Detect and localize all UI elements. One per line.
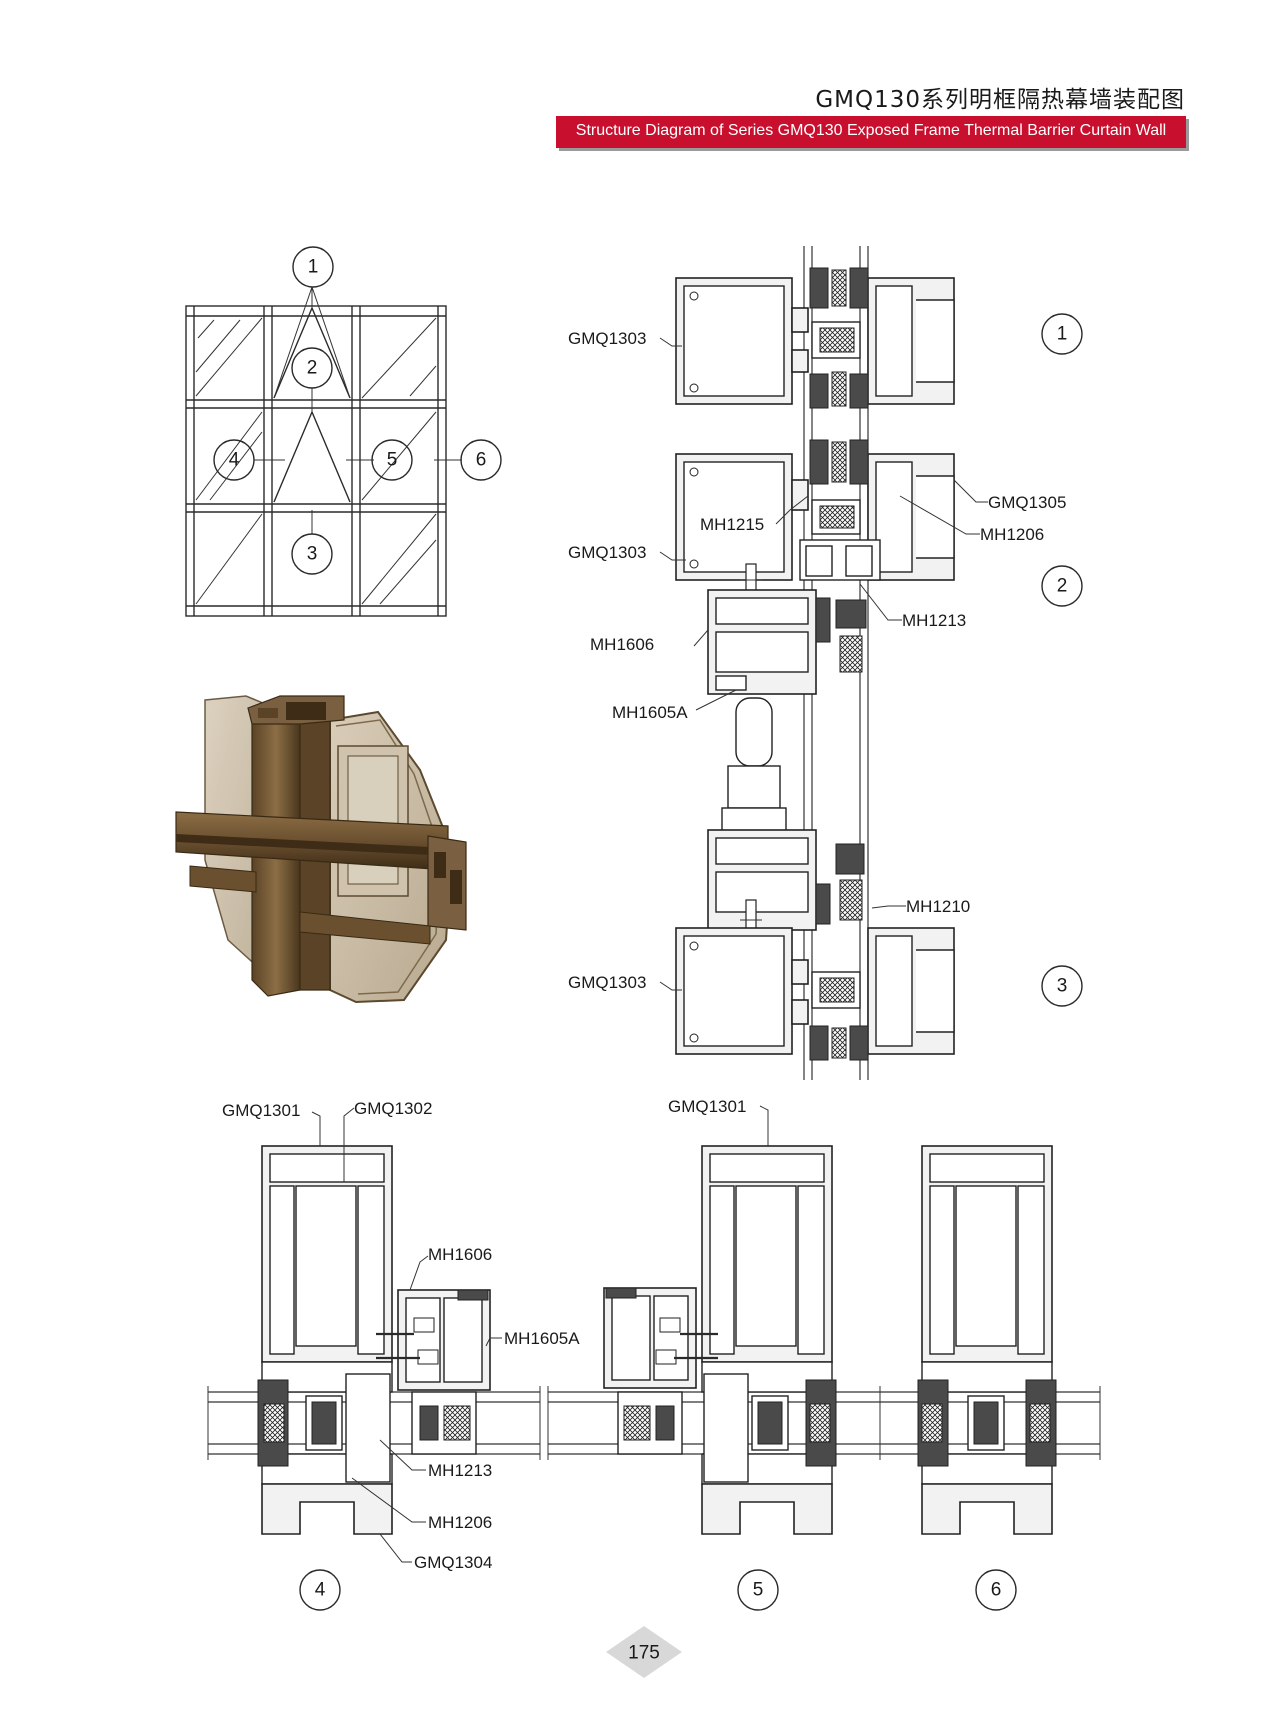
label-gmq1302: GMQ1302	[354, 1099, 432, 1118]
section-callout-5: 5	[737, 1569, 779, 1611]
svg-text:1: 1	[1057, 324, 1068, 345]
product-3d-illustration	[175, 695, 467, 1004]
svg-text:6: 6	[991, 1580, 1002, 1601]
label-gmq1303-bot: GMQ1303	[568, 973, 646, 992]
section-node-2	[675, 439, 955, 695]
label-mh1605a-h: MH1605A	[504, 1329, 580, 1348]
label-gmq1304: GMQ1304	[414, 1553, 492, 1572]
elevation-callout-2: 2	[291, 347, 333, 389]
label-mh1210: MH1210	[906, 897, 970, 916]
elevation-callout-1: 1	[292, 246, 334, 288]
title-chinese: GMQ130系列明框隔热幕墙装配图	[815, 87, 1185, 113]
svg-text:5: 5	[387, 450, 398, 471]
svg-text:2: 2	[307, 358, 318, 379]
vertical-section-view: GMQ1303 GMQ1303 GMQ1303 GMQ1305 MH1215 M…	[568, 246, 1083, 1080]
section-node-3	[675, 927, 955, 1061]
svg-text:3: 3	[1057, 976, 1068, 997]
title-english-banner: Structure Diagram of Series GMQ130 Expos…	[556, 116, 1186, 148]
page-number-badge: 175	[606, 1626, 682, 1678]
horizontal-node-6	[917, 1145, 1057, 1535]
label-mh1213-v: MH1213	[902, 611, 966, 630]
elevation-callout-4: 4	[213, 439, 255, 481]
label-mh1215: MH1215	[700, 515, 764, 534]
section-callout-1: 1	[1041, 313, 1083, 355]
page-number: 175	[628, 1643, 660, 1664]
elevation-view: 1 2 3 4 5 6	[185, 246, 502, 617]
label-mh1206-v: MH1206	[980, 525, 1044, 544]
section-callout-3: 3	[1041, 965, 1083, 1007]
horizontal-section-view: GMQ1301 GMQ1302 MH1606 MH1605A MH1213 MH…	[207, 1097, 1101, 1611]
label-mh1206-h: MH1206	[428, 1513, 492, 1532]
svg-text:4: 4	[229, 450, 240, 471]
section-window-sash	[707, 697, 865, 949]
section-callout-6: 6	[975, 1569, 1017, 1611]
svg-text:1: 1	[308, 257, 319, 278]
horizontal-node-5	[603, 1145, 837, 1535]
label-mh1213-h: MH1213	[428, 1461, 492, 1480]
label-gmq1301-left: GMQ1301	[222, 1101, 300, 1120]
label-mh1606-v: MH1606	[590, 635, 654, 654]
section-callout-2: 2	[1041, 565, 1083, 607]
svg-text:2: 2	[1057, 576, 1068, 597]
label-gmq1303-mid: GMQ1303	[568, 543, 646, 562]
label-gmq1305: GMQ1305	[988, 493, 1066, 512]
label-gmq1301-right: GMQ1301	[668, 1097, 746, 1116]
elevation-callout-3: 3	[291, 533, 333, 575]
svg-text:6: 6	[476, 450, 487, 471]
svg-text:4: 4	[315, 1580, 326, 1601]
section-node-1	[675, 267, 955, 409]
label-mh1605a-v: MH1605A	[612, 703, 688, 722]
svg-text:5: 5	[753, 1580, 764, 1601]
svg-text:3: 3	[307, 544, 318, 565]
section-callout-4: 4	[299, 1569, 341, 1611]
elevation-callout-6: 6	[460, 439, 502, 481]
label-mh1606-h: MH1606	[428, 1245, 492, 1264]
label-gmq1303-top: GMQ1303	[568, 329, 646, 348]
elevation-callout-5: 5	[371, 439, 413, 481]
horizontal-node-4	[257, 1145, 491, 1535]
